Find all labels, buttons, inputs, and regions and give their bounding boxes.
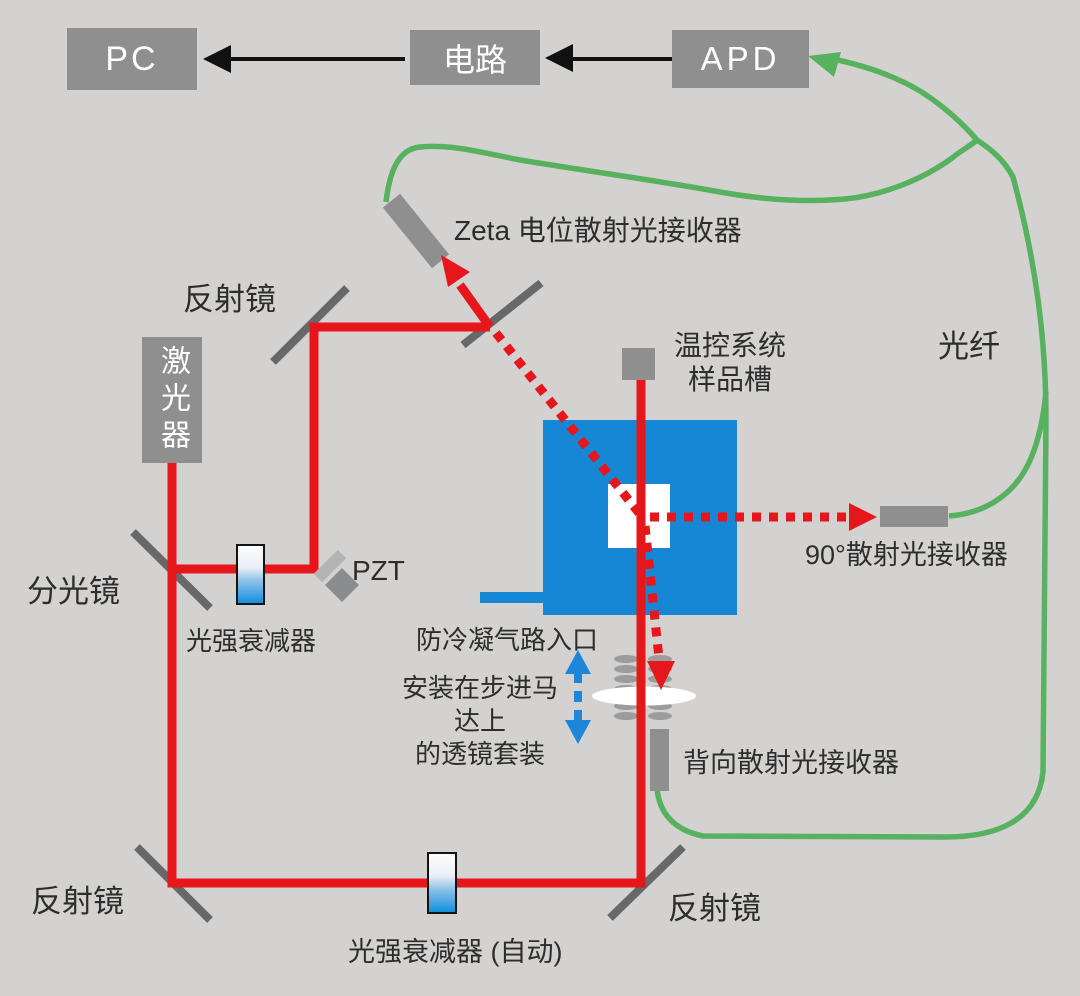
stepper-motion-arrow-up: [565, 650, 591, 674]
signal-arrowhead-circuit: [545, 44, 573, 72]
mirror-bottom-right-label: 反射镜: [668, 891, 761, 926]
lens-assembly-line1: 安装在步进马达上: [401, 673, 558, 736]
laser-label: 激光器: [156, 344, 189, 456]
temp-system-label: 温控系统 样品槽: [660, 329, 800, 397]
laser-box: 激光器: [142, 337, 202, 463]
scatter-arrowhead-90deg: [849, 503, 877, 531]
circuit-box: 电路: [410, 30, 540, 85]
temp-control-port: [622, 348, 655, 380]
laser-beam-reference-path: [168, 322, 490, 574]
laser-beam-main-path: [167, 380, 646, 888]
attenuator-auto: [427, 852, 457, 914]
gas-inlet-tube: [480, 592, 544, 603]
attenuator-manual: [236, 544, 265, 605]
signal-arrowhead-pc: [203, 45, 231, 73]
pc-box: PC: [67, 28, 197, 90]
backscatter-receiver-head: [650, 729, 669, 791]
attenuator-auto-label: 光强衰减器 (自动): [348, 937, 563, 967]
fiber-arrowhead-apd: [808, 52, 841, 77]
lens-assembly-label: 安装在步进马达上 的透镜套装: [392, 672, 568, 771]
stepper-motion-arrow-down: [565, 720, 591, 744]
gas-inlet-label: 防冷凝气路入口: [416, 625, 599, 655]
apd-label: APD: [700, 40, 781, 77]
pc-label: PC: [105, 39, 159, 78]
backscatter-receiver-label: 背向散射光接收器: [683, 748, 899, 778]
mirror-bottom-left-label: 反射镜: [31, 884, 124, 919]
attenuator-label: 光强衰减器: [186, 626, 317, 656]
fiber-backscatter-to-apd: [654, 56, 1049, 840]
laser-beam-to-zeta-receiver: [456, 282, 494, 330]
scatter-arrowhead-backward: [647, 661, 675, 690]
mirror-top-label: 反射镜: [183, 282, 276, 317]
zeta-receiver-head: [382, 193, 450, 269]
fiber-label: 光纤: [938, 329, 1000, 364]
mirror-bottom-right: [607, 844, 686, 921]
zeta-receiver-label: Zeta 电位散射光接收器: [454, 215, 742, 246]
apd-box: APD: [672, 30, 809, 88]
lens-assembly-line2: 的透镜套装: [414, 739, 545, 769]
temp-system-line1: 温控系统: [673, 330, 786, 361]
circuit-label: 电路: [442, 41, 507, 78]
receiver-90deg-head: [880, 506, 948, 527]
mirror-zeta-combiner: [460, 279, 544, 349]
scattered-light-backward: [640, 525, 664, 659]
beam-arrowhead-zeta: [441, 255, 470, 287]
temp-system-line2: 样品槽: [687, 364, 772, 395]
receiver-90deg-label: 90°散射光接收器: [805, 540, 1008, 570]
fiber-90deg-junction: [948, 391, 1049, 519]
scattered-light-zeta: [492, 330, 647, 521]
pzt-mirror-plate: [313, 549, 347, 583]
pzt-label: PZT: [352, 555, 405, 586]
beam-splitter-label: 分光镜: [27, 574, 120, 609]
fiber-zeta-to-apd: [383, 137, 979, 204]
